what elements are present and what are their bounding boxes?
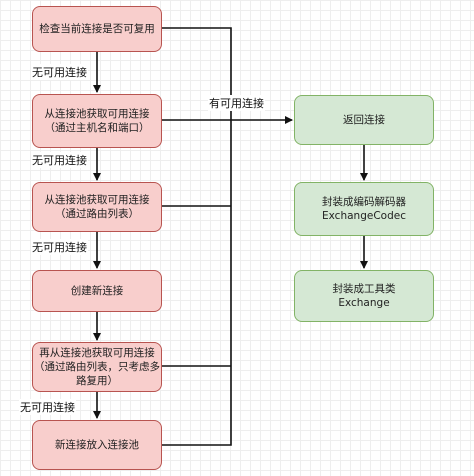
edge-label-has-conn: 有可用连接	[208, 95, 265, 111]
node-text-line: 从连接池获取可用连接	[44, 108, 150, 120]
edge-pool-merge	[162, 120, 232, 446]
node-text-line: 检查当前连接是否可复用	[39, 23, 155, 35]
node-text-line: 路复用）	[76, 375, 118, 387]
node-return-conn: 返回连接	[294, 95, 434, 145]
edge-label-no-conn-4: 无可用连接	[19, 399, 76, 415]
node-text-line: 新连接放入连接池	[55, 439, 139, 451]
node-text-line: 再从连接池获取可用连接	[39, 347, 155, 359]
node-put-in-pool: 新连接放入连接池	[32, 420, 162, 470]
node-text-line: （通过路由列表）	[55, 208, 139, 220]
node-wrap-codec: 封装成编码解码器 ExchangeCodec	[294, 182, 434, 236]
node-create-new: 创建新连接	[32, 270, 162, 312]
node-text-line: 封装成编码解码器	[322, 196, 406, 208]
edge-label-no-conn-3: 无可用连接	[31, 239, 88, 255]
node-text-line: （通过主机名和端口）	[44, 122, 150, 134]
node-pool-by-route: 从连接池获取可用连接 （通过路由列表）	[32, 182, 162, 232]
node-wrap-exchange: 封装成工具类 Exchange	[294, 270, 434, 322]
node-text-line: 返回连接	[343, 114, 385, 126]
node-text-line: 封装成工具类	[332, 283, 396, 295]
edge-check-merge	[162, 27, 232, 120]
node-check-current: 检查当前连接是否可复用	[32, 6, 162, 52]
node-text-line: 创建新连接	[70, 285, 124, 297]
node-text-line: 从连接池获取可用连接	[44, 194, 150, 206]
node-text-line: ExchangeCodec	[322, 210, 406, 222]
edge-label-no-conn-1: 无可用连接	[31, 64, 88, 80]
node-pool-again: 再从连接池获取可用连接 （通过路由列表，只考虑多路复用）	[32, 342, 162, 392]
node-pool-by-host: 从连接池获取可用连接 （通过主机名和端口）	[32, 94, 162, 148]
node-text-line: （通过路由列表，只考虑多	[34, 361, 160, 373]
node-text-line: Exchange	[338, 297, 390, 309]
edge-label-no-conn-2: 无可用连接	[31, 152, 88, 168]
